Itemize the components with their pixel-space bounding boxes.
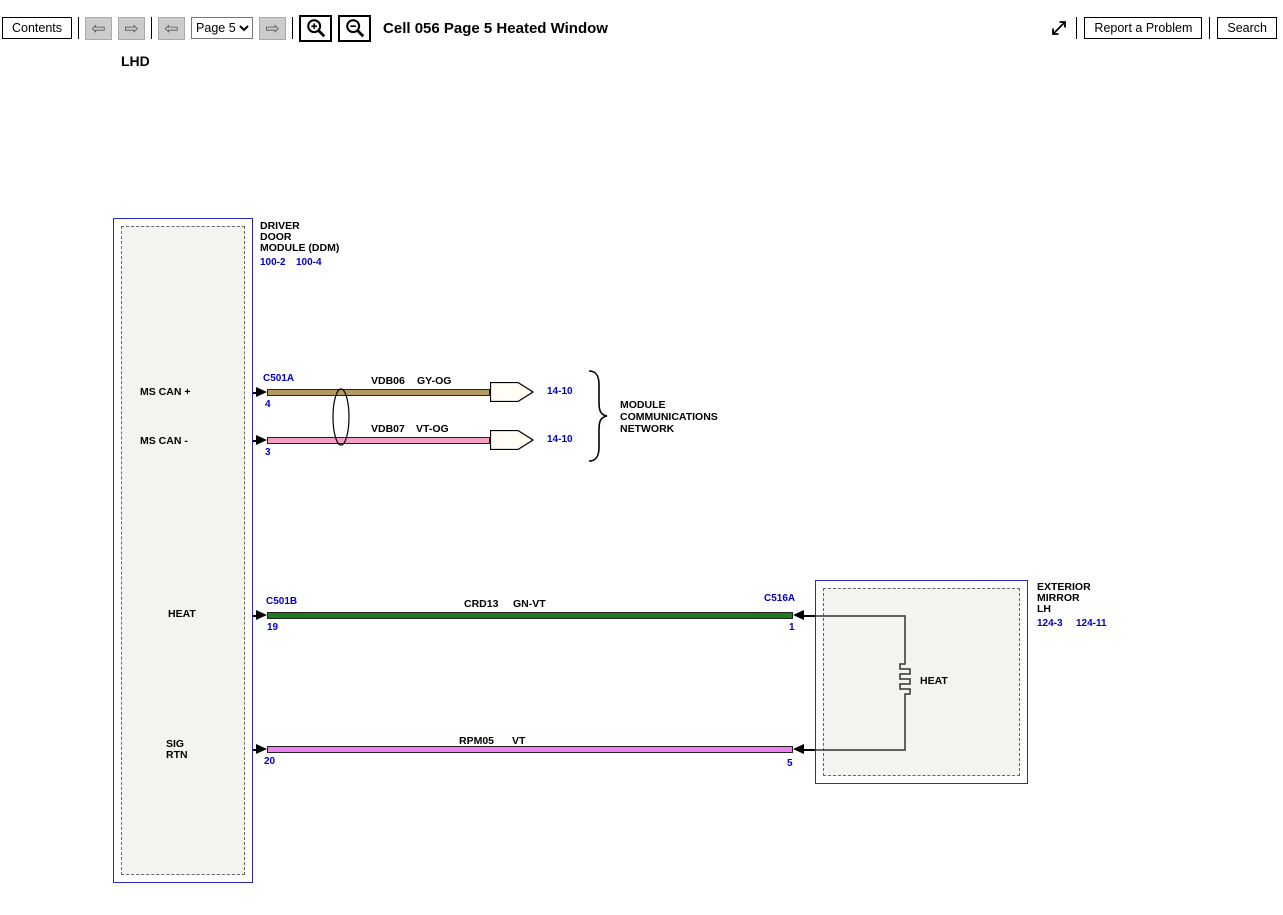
wire4-connector-arrow-right — [793, 744, 804, 754]
ddm-name-line2: DOOR — [260, 231, 292, 243]
wire3-circuit-code: CRD13 — [464, 598, 499, 610]
zoom-in-icon — [306, 19, 325, 38]
offpage-ref-link-2[interactable]: 14-10 — [547, 434, 573, 445]
mirror-name-line1: EXTERIOR — [1037, 581, 1091, 593]
wire1-circuit-code: VDB06 — [371, 375, 405, 387]
ddm-ref-link-1[interactable]: 100-2 — [260, 257, 286, 268]
ddm-name-line3: MODULE (DDM) — [260, 242, 340, 254]
zoom-out-icon — [345, 19, 364, 38]
zoom-out-button[interactable] — [338, 14, 372, 42]
divider — [1209, 17, 1211, 39]
zoom-in-button[interactable] — [299, 14, 333, 42]
orientation-label: LHD — [121, 53, 150, 69]
wire2-connector-arrow — [256, 435, 267, 445]
toolbar: Contents ⇦ ⇨ ⇦ Page 5 ⇨ Cell 056 Page 5 … — [0, 0, 1283, 46]
report-problem-button[interactable]: Report a Problem — [1084, 17, 1203, 39]
pin-number-4: 4 — [265, 399, 271, 410]
page-select[interactable]: Page 5 — [191, 17, 254, 39]
page-next-button[interactable]: ⇨ — [259, 16, 287, 40]
ddm-ref-link-2[interactable]: 100-4 — [296, 257, 322, 268]
offpage-connector-1 — [490, 382, 534, 402]
wire4-color-code: VT — [512, 735, 526, 747]
brace-note-line2: COMMUNICATIONS — [620, 411, 718, 423]
wire-crd13 — [267, 612, 793, 619]
wire3-color-code: GN-VT — [513, 598, 546, 610]
heater-element-label: HEAT — [920, 675, 948, 687]
offpage-ref-link-1[interactable]: 14-10 — [547, 386, 573, 397]
divider — [292, 17, 294, 39]
wire4-stub-right — [804, 749, 816, 751]
ddm-pin-label-ms-can-plus: MS CAN + — [140, 386, 191, 398]
ddm-pin-label-sig: SIG — [166, 738, 185, 750]
arrow-right-icon: ⇨ — [265, 18, 280, 38]
mirror-component-box — [815, 580, 1028, 784]
wire2-color-code: VT-OG — [416, 423, 449, 435]
mirror-name-line3: LH — [1037, 603, 1051, 615]
pin-number-1: 1 — [789, 622, 795, 633]
mirror-ref-link-1[interactable]: 124-3 — [1037, 618, 1063, 629]
arrow-left-icon: ⇦ — [164, 18, 179, 38]
pin-number-5: 5 — [787, 758, 793, 769]
ddm-component-box — [113, 218, 253, 883]
ddm-pin-label-rtn: RTN — [166, 749, 188, 761]
ddm-pin-label-heat: HEAT — [168, 608, 196, 620]
wire-rpm05 — [267, 746, 793, 753]
page-prev-button[interactable]: ⇦ — [158, 16, 186, 40]
divider — [151, 17, 153, 39]
wire-vdb07 — [267, 437, 490, 444]
pin-number-19: 19 — [267, 622, 279, 633]
connector-label-c501b[interactable]: C501B — [266, 596, 298, 607]
ddm-dashed-area — [121, 226, 245, 875]
heater-element-circuit — [815, 615, 911, 751]
offpage-connector-2 — [490, 430, 534, 450]
divider — [78, 17, 80, 39]
mirror-dashed-area — [823, 588, 1020, 776]
wire-vdb06 — [267, 389, 490, 396]
wire3-stub-right — [804, 615, 816, 617]
pin-number-3: 3 — [265, 447, 271, 458]
arrow-left-icon: ⇦ — [91, 18, 106, 38]
wire4-circuit-code: RPM05 — [459, 735, 495, 747]
expand-icon — [1052, 21, 1067, 35]
brace-note-line3: NETWORK — [620, 423, 675, 435]
brace-icon — [588, 370, 608, 462]
ddm-name-line1: DRIVER — [260, 220, 300, 232]
wire1-connector-arrow — [256, 387, 267, 397]
contents-button[interactable]: Contents — [2, 17, 73, 39]
pin-number-20: 20 — [264, 756, 276, 767]
mirror-ref-link-2[interactable]: 124-11 — [1076, 618, 1107, 629]
wire2-circuit-code: VDB07 — [371, 423, 405, 435]
toolbar-right-group: Report a Problem Search — [1049, 17, 1279, 39]
wire3-connector-arrow-right — [793, 610, 804, 620]
search-button[interactable]: Search — [1217, 17, 1277, 39]
connector-label-c501a[interactable]: C501A — [263, 373, 295, 384]
wire1-color-code: GY-OG — [417, 375, 452, 387]
arrow-right-icon: ⇨ — [124, 18, 139, 38]
twisted-pair-icon — [332, 388, 350, 446]
connector-label-c516a[interactable]: C516A — [764, 593, 796, 604]
fullscreen-button[interactable] — [1049, 18, 1069, 38]
mirror-name-line2: MIRROR — [1037, 592, 1080, 604]
wire4-connector-arrow-left — [256, 744, 267, 754]
history-forward-button[interactable]: ⇨ — [118, 16, 146, 40]
page-title: Cell 056 Page 5 Heated Window — [383, 19, 608, 37]
divider — [1076, 17, 1078, 39]
wire3-connector-arrow-left — [256, 610, 267, 620]
brace-note-line1: MODULE — [620, 399, 666, 411]
ddm-pin-label-ms-can-minus: MS CAN - — [140, 435, 188, 447]
history-back-button[interactable]: ⇦ — [85, 16, 113, 40]
